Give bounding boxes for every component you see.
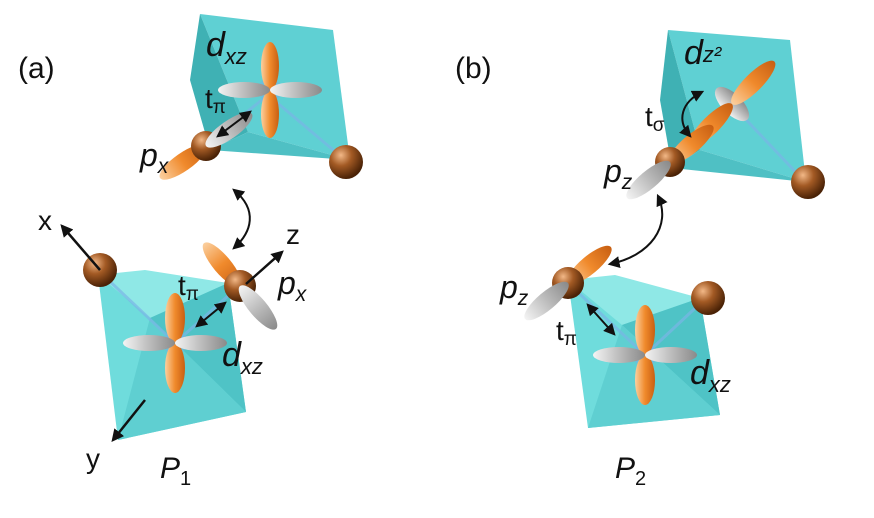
dxz-orbital-b-bottom — [593, 305, 697, 405]
hop-a-bottom-label: tπ — [178, 270, 199, 305]
dxz-orbital-a-bottom — [123, 293, 227, 393]
px-a-top-label: px — [139, 137, 170, 178]
pz-orbital-b-bottom — [524, 245, 612, 321]
atom-b-top-right — [791, 165, 825, 199]
panel-a: (a) tπ — [18, 14, 363, 490]
pz-b-bottom-label: pz — [499, 269, 529, 310]
dz2-b-top-label: dz² — [684, 34, 722, 72]
atom-a-top-right — [329, 145, 363, 179]
panel-b: (b) tσ dz² — [455, 30, 825, 490]
dxz-a-bottom-label: dxz — [222, 336, 263, 379]
panel-a-caption: P1 — [160, 452, 191, 490]
hop-a-top-label: tπ — [205, 83, 226, 118]
intersite-arrow-a — [232, 188, 251, 250]
hop-b-top-label: tσ — [645, 101, 665, 136]
hop-arrow-a-top — [216, 110, 252, 138]
panel-a-label: (a) — [18, 52, 55, 85]
pz-b-top-label: pz — [603, 153, 633, 194]
panel-b-label: (b) — [455, 52, 492, 85]
z-axis-label: z — [286, 219, 300, 250]
dxz-orbital-a-top — [218, 42, 322, 138]
atom-b-bottom-right — [691, 281, 725, 315]
y-axis-label: y — [86, 443, 100, 474]
intersite-arrow-b — [607, 193, 668, 268]
dxz-b-bottom-label: dxz — [690, 354, 731, 397]
hop-arrow-b-top — [679, 90, 705, 138]
x-axis-arrow — [60, 224, 101, 271]
x-axis-label: x — [38, 205, 52, 236]
px-orbital-a-bottom — [202, 242, 278, 330]
hop-b-bottom-label: tπ — [556, 315, 577, 350]
z-axis-arrow — [245, 250, 284, 285]
hop-arrow-b-bottom — [586, 303, 616, 336]
hop-arrow-a-bottom — [195, 301, 227, 328]
dxz-a-top-label: dxz — [206, 26, 247, 69]
y-axis-arrow — [111, 399, 146, 442]
panel-b-caption: P2 — [615, 452, 646, 490]
px-a-bottom-label: px — [277, 265, 308, 306]
